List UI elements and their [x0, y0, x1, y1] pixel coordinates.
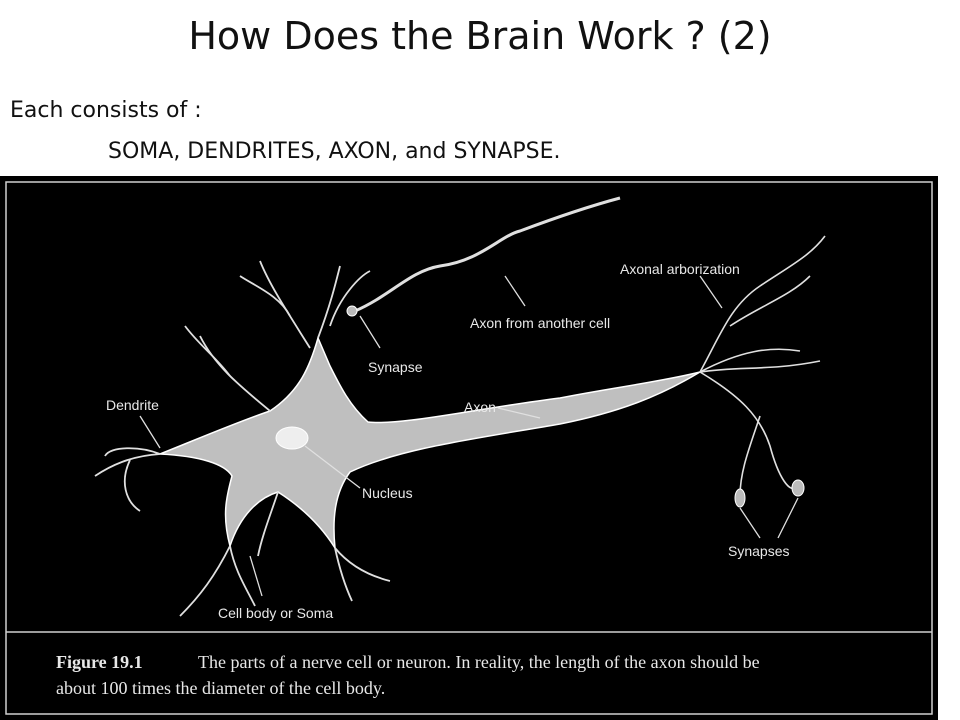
figure-frame [5, 181, 933, 715]
label-axonal-arborization: Axonal arborization [620, 261, 740, 277]
nucleus [275, 426, 309, 450]
axonal-arborization [699, 235, 826, 497]
neuron-figure: Axonal arborization Axon from another ce… [0, 176, 938, 720]
synapse-terminal-right [791, 479, 805, 497]
neuron-parts-list: SOMA, DENDRITES, AXON, and SYNAPSE. [108, 139, 561, 164]
caption-line-1: The parts of a nerve cell or neuron. In … [198, 652, 760, 672]
cell-body-soma [159, 335, 701, 549]
caption-line-2: about 100 times the diameter of the cell… [56, 678, 385, 698]
dendrites [94, 260, 391, 617]
label-cell-body: Cell body or Soma [218, 605, 333, 621]
synapse-terminal [346, 305, 358, 317]
neuron-diagram: Axonal arborization Axon from another ce… [5, 181, 933, 715]
slide-title: How Does the Brain Work ? (2) [188, 14, 772, 58]
label-synapses: Synapses [728, 543, 789, 559]
label-axon: Axon [464, 399, 496, 415]
axon-from-another-cell [354, 196, 621, 313]
label-dendrite: Dendrite [106, 397, 159, 413]
caption-figure-number: Figure 19.1 [56, 652, 143, 672]
label-synapse: Synapse [368, 359, 423, 375]
label-axon-from-another-cell: Axon from another cell [470, 315, 610, 331]
synapse-terminal-left [734, 488, 746, 508]
leader-lines [139, 275, 799, 597]
intro-text: Each consists of : [10, 98, 202, 123]
label-nucleus: Nucleus [362, 485, 413, 501]
